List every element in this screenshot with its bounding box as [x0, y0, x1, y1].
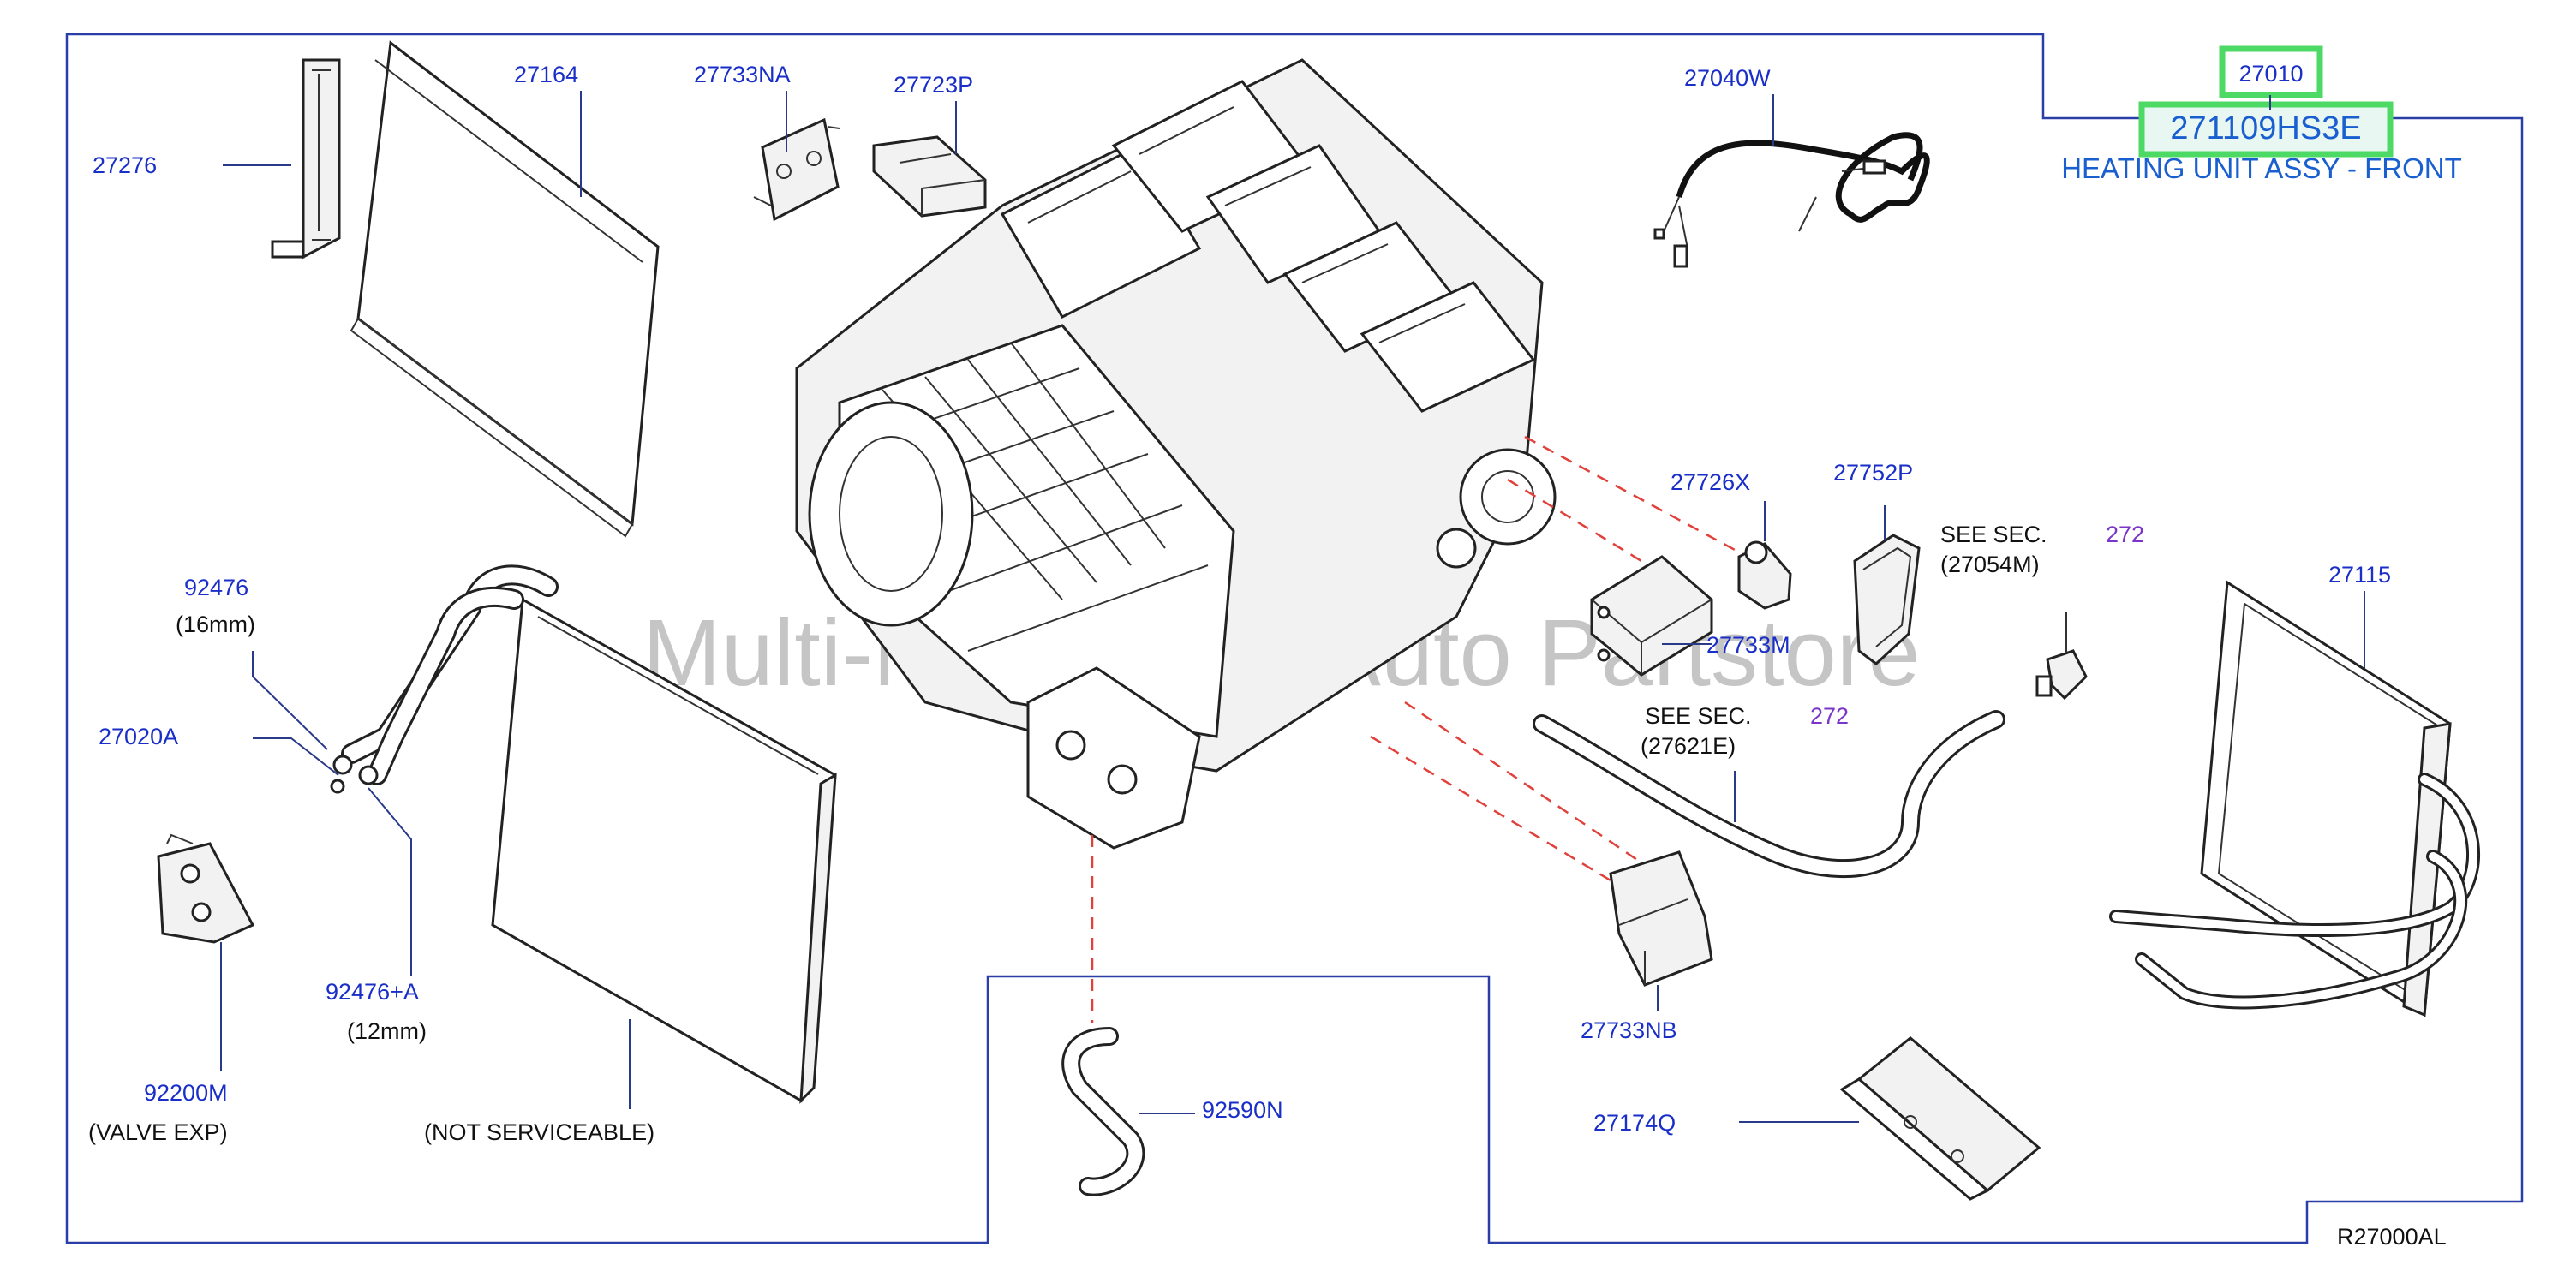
part-27723P-illustration[interactable]	[872, 135, 987, 218]
part-27174Q-illustration[interactable]	[1839, 1036, 2041, 1201]
label-27723P[interactable]: 27723P	[894, 72, 973, 98]
label-92200M[interactable]: 92200M	[144, 1080, 228, 1106]
see-sec-2-text: SEE SEC.	[1645, 703, 1752, 729]
label-27040W[interactable]: 27040W	[1684, 65, 1771, 91]
label-27115[interactable]: 27115	[2328, 562, 2391, 588]
see-sec-1-text: SEE SEC.	[1940, 522, 2047, 547]
see-sec-2-ref: (27621E)	[1641, 733, 1736, 759]
label-27733M[interactable]: 27733M	[1706, 632, 1790, 658]
label-27276[interactable]: 27276	[93, 152, 157, 178]
see-sec-1-ref: (27054M)	[1940, 552, 2040, 577]
label-27733NA[interactable]: 27733NA	[694, 62, 791, 87]
see-sec-2-number[interactable]: 272	[1810, 703, 1849, 729]
part-27115-illustration[interactable]	[2109, 580, 2480, 1017]
label-27752P[interactable]: 27752P	[1833, 460, 1913, 486]
label-27733NB[interactable]: 27733NB	[1581, 1017, 1677, 1043]
part-27752P-illustration[interactable]	[1853, 534, 1921, 665]
o-rings-illustration[interactable]	[330, 755, 379, 794]
label-27726X[interactable]: 27726X	[1671, 469, 1750, 495]
diagram-code: R27000AL	[2337, 1224, 2447, 1250]
evaporator-illustration[interactable]	[341, 564, 837, 1104]
expansion-valve-illustration[interactable]	[157, 833, 255, 944]
diagram-frame	[65, 33, 2524, 1244]
part-27733NA-illustration[interactable]	[753, 117, 840, 222]
part-27733NB-illustration[interactable]	[1609, 850, 1713, 987]
part-27733M-illustration[interactable]	[1590, 555, 1713, 677]
label-92476A-size: (12mm)	[347, 1018, 427, 1044]
part-27276-illustration[interactable]	[271, 58, 341, 260]
heating-unit-assembly-illustration[interactable]	[795, 58, 1557, 850]
label-92476A[interactable]: 92476+A	[326, 979, 419, 1005]
connector-27054M-illustration[interactable]	[2035, 612, 2088, 701]
label-92476-size: (16mm)	[176, 612, 255, 637]
drain-hose-illustration[interactable]	[1061, 1027, 1145, 1196]
label-92590N[interactable]: 92590N	[1202, 1097, 1283, 1123]
highlight-part-code[interactable]: 271109HS3E	[2170, 110, 2361, 146]
label-27020A[interactable]: 27020A	[99, 724, 178, 749]
label-27164[interactable]: 27164	[514, 62, 578, 87]
highlight-part-number[interactable]: 27010	[2238, 61, 2303, 87]
label-not-serviceable: (NOT SERVICEABLE)	[424, 1119, 654, 1145]
highlight-part-name: HEATING UNIT ASSY - FRONT	[2061, 152, 2462, 184]
highlight-part-code-box[interactable]	[2138, 101, 2394, 158]
see-sec-1-number[interactable]: 272	[2106, 522, 2144, 547]
label-92200M-desc: (VALVE EXP)	[88, 1119, 228, 1145]
hose-27621E-illustration[interactable]	[1533, 710, 2005, 879]
label-92476[interactable]: 92476	[184, 575, 248, 600]
part-27040W-illustration[interactable]	[1653, 132, 1930, 268]
label-27174Q[interactable]: 27174Q	[1593, 1110, 1676, 1136]
part-27164-illustration[interactable]	[350, 40, 660, 538]
